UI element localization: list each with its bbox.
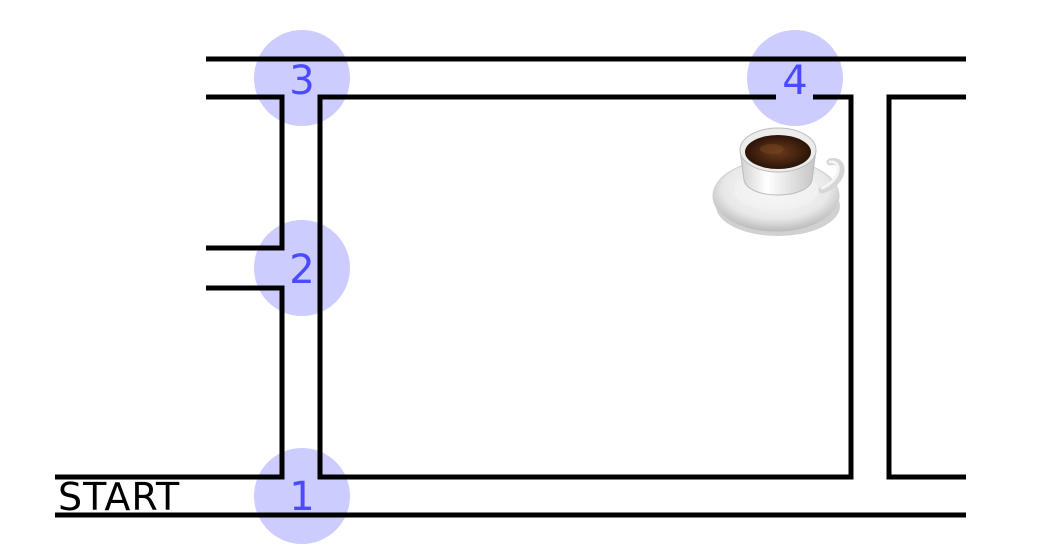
- wall-left-corridor: [206, 94, 285, 251]
- waypoint-4-marker: [747, 30, 843, 126]
- wall-right-block: [886, 94, 966, 480]
- wall-start-corridor: [55, 285, 285, 480]
- wall-center-block-left: [317, 94, 854, 480]
- start-label: START: [58, 475, 180, 519]
- waypoint-1-label: 1: [289, 474, 314, 520]
- waypoint-3-marker: [254, 30, 350, 126]
- waypoint-4-label: 4: [782, 58, 807, 104]
- waypoint-2-label: 2: [289, 247, 314, 293]
- waypoint-1-marker: [254, 448, 350, 544]
- waypoint-2-marker: [254, 220, 350, 316]
- coffee-cup-icon: [712, 127, 845, 236]
- waypoint-3-label: 3: [289, 58, 314, 104]
